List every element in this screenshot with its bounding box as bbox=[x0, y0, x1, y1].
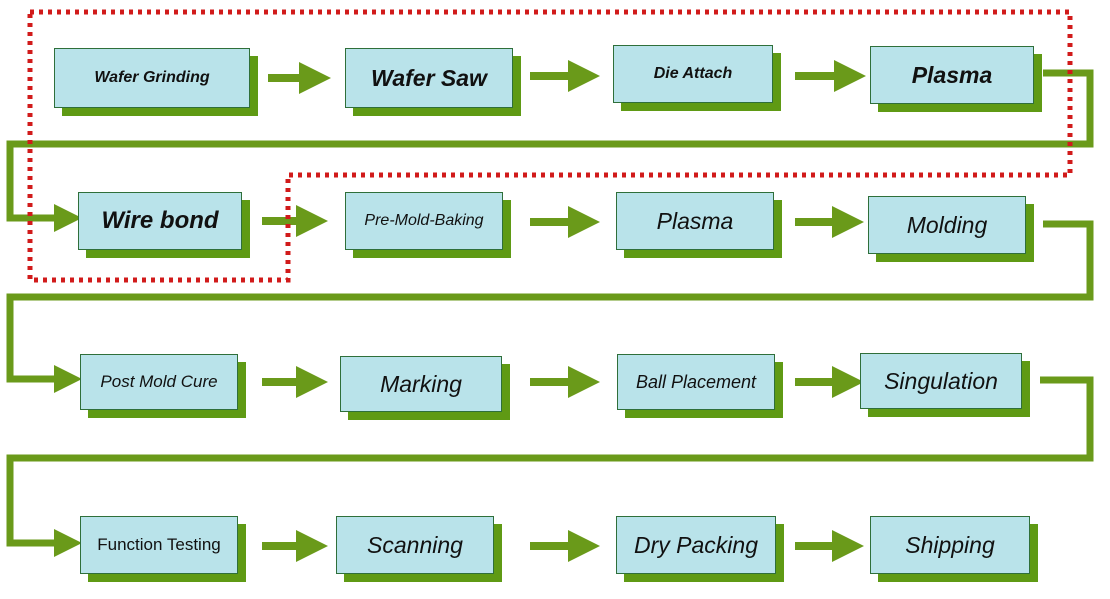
step-label: Dry Packing bbox=[634, 531, 758, 558]
step-marking: Marking bbox=[340, 356, 502, 412]
step-label: Wire bond bbox=[101, 207, 219, 234]
connector-row2-to-row3 bbox=[6, 220, 1094, 393]
step-scanning: Scanning bbox=[336, 516, 494, 574]
step-singulation: Singulation bbox=[860, 353, 1022, 409]
step-label: Ball Placement bbox=[635, 371, 757, 392]
step-label: Wafer Saw bbox=[371, 64, 487, 91]
step-label: Die Attach bbox=[653, 65, 733, 82]
step-dry-packing: Dry Packing bbox=[616, 516, 776, 574]
step-plasma: Plasma bbox=[870, 46, 1034, 104]
step-wafer-saw: Wafer Saw bbox=[345, 48, 513, 108]
step-plasma-2: Plasma bbox=[616, 192, 774, 250]
step-label: Singulation bbox=[884, 367, 998, 394]
step-molding: Molding bbox=[868, 196, 1026, 254]
step-label: Pre-Mold-Baking bbox=[364, 212, 484, 229]
step-wire-bond: Wire bond bbox=[78, 192, 242, 250]
step-die-attach: Die Attach bbox=[613, 45, 773, 103]
step-label: Molding bbox=[906, 211, 988, 238]
step-label: Plasma bbox=[911, 61, 993, 88]
connector-row3-to-row4 bbox=[6, 376, 1094, 557]
step-label: Scanning bbox=[367, 531, 463, 558]
step-pre-mold-baking: Pre-Mold-Baking bbox=[345, 192, 503, 250]
step-label: Marking bbox=[380, 370, 462, 397]
step-ball-placement: Ball Placement bbox=[617, 354, 775, 410]
step-function-testing: Function Testing bbox=[80, 516, 238, 574]
step-post-mold-cure: Post Mold Cure bbox=[80, 354, 238, 410]
step-wafer-grinding: Wafer Grinding bbox=[54, 48, 250, 108]
step-label: Wafer Grinding bbox=[94, 69, 210, 86]
connector-row1-to-row2 bbox=[6, 69, 1094, 232]
step-label: Function Testing bbox=[97, 535, 221, 554]
step-label: Shipping bbox=[905, 531, 995, 558]
step-shipping: Shipping bbox=[870, 516, 1030, 574]
step-label: Plasma bbox=[656, 207, 734, 234]
step-label: Post Mold Cure bbox=[100, 372, 218, 391]
